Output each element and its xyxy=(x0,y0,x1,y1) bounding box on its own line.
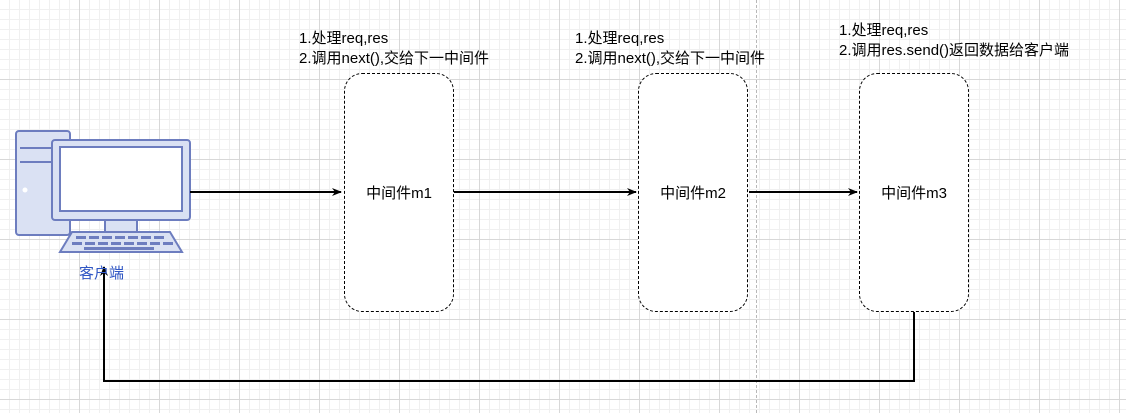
note-line: 2.调用next(),交给下一中间件 xyxy=(575,50,766,67)
middleware-m2-label: 中间件m2 xyxy=(660,185,726,202)
keyboard-key xyxy=(150,242,160,245)
keyboard-key xyxy=(154,236,164,239)
middleware-m1-label: 中间件m1 xyxy=(366,185,432,202)
keyboard-key xyxy=(124,242,134,245)
keyboard-key xyxy=(141,236,151,239)
tower-power-light xyxy=(22,187,28,193)
keyboard-keys xyxy=(72,236,173,250)
keyboard-key xyxy=(163,242,173,245)
note-line: 1.处理req,res xyxy=(575,30,665,47)
monitor-screen xyxy=(59,146,183,212)
note-line: 2.调用next(),交给下一中间件 xyxy=(299,50,490,67)
middleware-m3-notes: 1.处理req,res 2.调用res.send()返回数据给客户端 xyxy=(839,21,1069,61)
page-break-guide xyxy=(756,0,757,413)
keyboard-key xyxy=(84,247,154,250)
note-line: 1.处理req,res xyxy=(839,22,929,39)
keyboard-key xyxy=(72,242,82,245)
keyboard-key xyxy=(128,236,138,239)
keyboard-key xyxy=(137,242,147,245)
middleware-m3-box[interactable]: 中间件m3 xyxy=(859,73,969,312)
note-line: 2.调用res.send()返回数据给客户端 xyxy=(839,42,1070,59)
arrow-m3-response-to-client xyxy=(100,266,915,382)
middleware-m3-label: 中间件m3 xyxy=(881,185,947,202)
keyboard-key xyxy=(89,236,99,239)
note-line: 1.处理req,res xyxy=(299,30,389,47)
keyboard-key xyxy=(111,242,121,245)
middleware-m1-box[interactable]: 中间件m1 xyxy=(344,73,454,312)
keyboard-key xyxy=(115,236,125,239)
keyboard-key xyxy=(85,242,95,245)
middleware-m2-notes: 1.处理req,res 2.调用next(),交给下一中间件 xyxy=(575,29,765,69)
desktop-computer-icon[interactable] xyxy=(15,130,191,253)
keyboard-key xyxy=(76,236,86,239)
middleware-m2-box[interactable]: 中间件m2 xyxy=(638,73,748,312)
monitor-stand xyxy=(104,219,138,233)
middleware-m1-notes: 1.处理req,res 2.调用next(),交给下一中间件 xyxy=(299,29,489,69)
client-label: 客户端 xyxy=(79,265,125,282)
keyboard-key xyxy=(102,236,112,239)
keyboard-key xyxy=(98,242,108,245)
